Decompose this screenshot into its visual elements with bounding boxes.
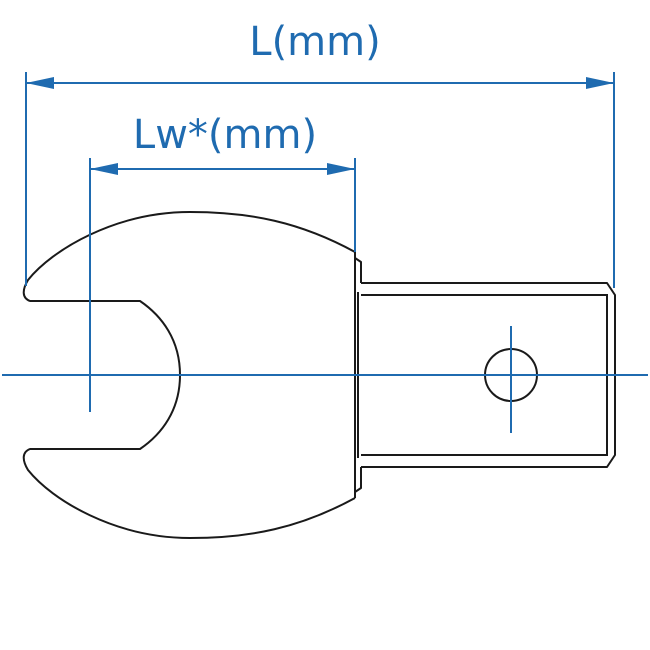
center-lines	[2, 326, 648, 433]
neck-top-notch	[354, 257, 362, 283]
dimension-working-length	[89, 158, 356, 412]
L-arrow-right	[586, 77, 614, 89]
Lw-arrow-left	[90, 163, 118, 175]
L-label: L(mm)	[249, 19, 380, 65]
L-arrow-left	[26, 77, 54, 89]
neck-bottom-notch	[354, 467, 362, 493]
dimension-overall-length	[25, 72, 615, 288]
Lw-label: Lw*(mm)	[133, 112, 317, 158]
Lw-arrow-right	[327, 163, 355, 175]
